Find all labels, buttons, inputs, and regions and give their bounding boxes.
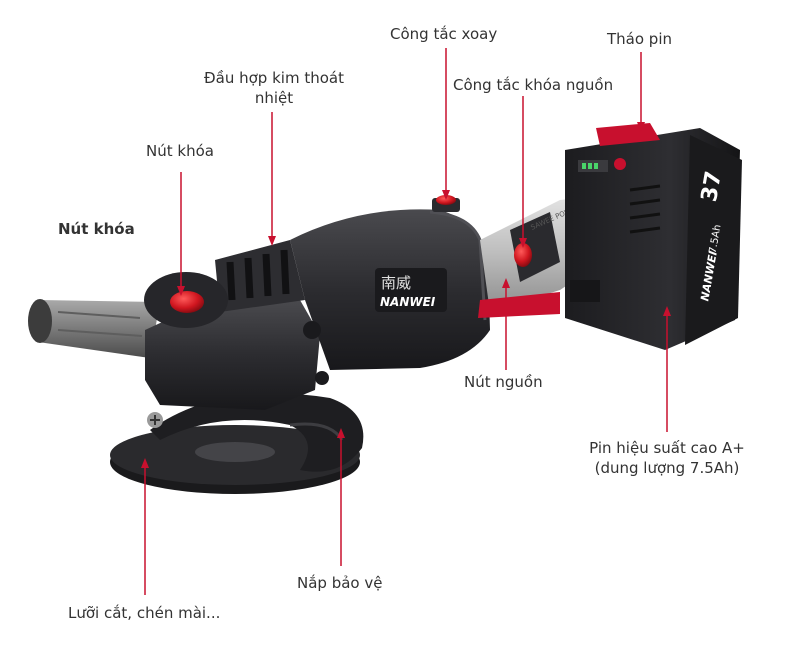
battery-pack (565, 123, 742, 350)
gearbox-head (144, 240, 320, 428)
lock-button-red (170, 291, 204, 313)
motor-housing (290, 209, 490, 385)
label-battery: Pin hiệu suất cao A+ (dung lượng 7.5Ah) (582, 438, 752, 478)
label-heatsink-head: Đầu hợp kim thoát nhiệt (195, 68, 353, 108)
label-heatsink-line1: Đầu hợp kim thoát (204, 69, 344, 87)
label-power-lock-switch: Công tắc khóa nguồn (453, 76, 614, 94)
battery-voltage-text: 37 (697, 169, 727, 204)
label-lock-button-bold: Nút khóa (58, 220, 135, 238)
label-guard: Nắp bảo vệ (297, 574, 383, 592)
label-blade: Lưỡi cắt, chén mài... (68, 604, 221, 622)
label-heatsink-line2: nhiệt (254, 89, 294, 107)
label-lock-button: Nút khóa (146, 142, 214, 160)
power-button-red (514, 243, 532, 267)
label-battery-release: Tháo pin (607, 30, 673, 48)
label-battery-line2: (dung lượng 7.5Ah) (594, 459, 740, 477)
label-battery-line1: Pin hiệu suất cao A+ (589, 439, 745, 457)
side-grip-handle (28, 299, 160, 358)
label-power-button: Nút nguồn (464, 373, 543, 391)
brand-logo-cn: 南威 (381, 274, 411, 292)
battery-capacity-text: 7.5Ah (708, 224, 724, 255)
brand-logo-en: NANWEI (380, 295, 436, 309)
cutting-disc (110, 425, 360, 494)
label-rotary-switch: Công tắc xoay (390, 25, 498, 43)
